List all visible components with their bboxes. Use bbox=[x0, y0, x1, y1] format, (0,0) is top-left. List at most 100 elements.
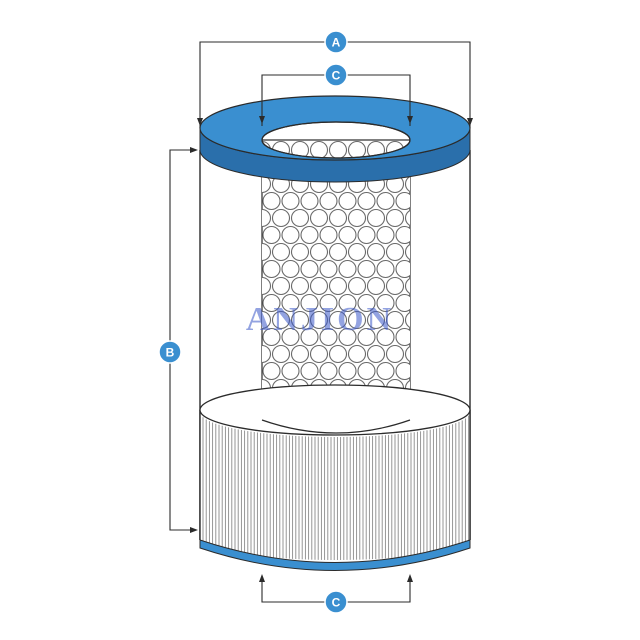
perforation-hole bbox=[309, 242, 329, 262]
perforation-hole bbox=[281, 361, 300, 381]
perforation-hole bbox=[404, 311, 410, 329]
perforation-hole bbox=[319, 293, 338, 313]
perforation-hole bbox=[262, 293, 281, 313]
perforation-hole bbox=[290, 276, 310, 296]
perforation-hole bbox=[300, 259, 319, 279]
perforation-hole bbox=[347, 276, 367, 296]
perforation-hole bbox=[395, 361, 410, 381]
perforation-hole bbox=[366, 344, 386, 364]
perforation-hole bbox=[262, 174, 272, 194]
pleated-filter-media bbox=[199, 384, 471, 560]
perforation-hole bbox=[290, 208, 310, 228]
perforation-hole bbox=[376, 191, 395, 211]
perforation-hole bbox=[338, 191, 357, 211]
perforation-hole bbox=[385, 242, 405, 262]
perforation-hole bbox=[376, 327, 395, 347]
perforation-hole bbox=[271, 276, 291, 296]
perforation-hole bbox=[281, 259, 300, 279]
perforation-hole bbox=[290, 344, 310, 364]
perforation-hole bbox=[395, 293, 410, 313]
dimension-label-a: A bbox=[324, 30, 348, 54]
svg-text:A: A bbox=[332, 36, 341, 50]
perforation-hole bbox=[300, 191, 319, 211]
dimension-arrows bbox=[190, 116, 473, 582]
perforation-hole bbox=[309, 344, 329, 364]
perforation-hole bbox=[281, 327, 300, 347]
perforation-hole bbox=[281, 293, 300, 313]
perforation-hole bbox=[347, 310, 367, 330]
perforation-hole bbox=[357, 259, 376, 279]
perforation-hole bbox=[271, 344, 291, 364]
perforation-hole bbox=[385, 276, 405, 296]
perforation-hole bbox=[290, 310, 310, 330]
perforation-hole bbox=[271, 310, 291, 330]
perforation-hole bbox=[319, 191, 338, 211]
dimension-label-b: B bbox=[158, 340, 182, 364]
perforation-hole bbox=[281, 225, 300, 245]
perforation-hole bbox=[328, 208, 348, 228]
bottom-end-cap bbox=[199, 539, 471, 571]
perforation-hole bbox=[262, 327, 281, 347]
svg-text:C: C bbox=[332, 596, 341, 610]
perforation-hole bbox=[309, 310, 329, 330]
perforation-hole bbox=[319, 361, 338, 381]
perforation-hole bbox=[262, 191, 281, 211]
perforation-hole bbox=[385, 344, 405, 364]
perforation-hole bbox=[328, 276, 348, 296]
perforation-hole bbox=[357, 361, 376, 381]
perforation-hole bbox=[376, 225, 395, 245]
perforation-hole bbox=[262, 225, 281, 245]
perforation-hole bbox=[262, 259, 281, 279]
perforation-hole bbox=[395, 191, 410, 211]
perforation-hole bbox=[262, 361, 281, 381]
perforation-hole bbox=[385, 310, 405, 330]
perforation-hole bbox=[300, 361, 319, 381]
perforation-hole bbox=[290, 242, 310, 262]
perforation-hole bbox=[338, 225, 357, 245]
perforation-hole bbox=[404, 243, 410, 261]
perforation-hole bbox=[319, 259, 338, 279]
perforation-hole bbox=[347, 140, 367, 160]
perforation-hole bbox=[262, 242, 272, 262]
perforation-hole bbox=[366, 276, 386, 296]
perforation-hole bbox=[376, 293, 395, 313]
perforation-hole bbox=[309, 208, 329, 228]
perforation-hole bbox=[319, 327, 338, 347]
perforation-hole bbox=[319, 225, 338, 245]
perforation-hole bbox=[262, 208, 272, 228]
top-end-cap bbox=[199, 95, 471, 183]
perforation-hole bbox=[338, 293, 357, 313]
perforation-hole bbox=[404, 345, 410, 363]
perforation-hole bbox=[347, 344, 367, 364]
perforation-hole bbox=[347, 208, 367, 228]
perforation-hole bbox=[366, 208, 386, 228]
perforation-hole bbox=[300, 293, 319, 313]
perforation-hole bbox=[404, 175, 410, 193]
perforation-hole bbox=[376, 259, 395, 279]
perforation-hole bbox=[338, 259, 357, 279]
perforation-hole bbox=[385, 208, 405, 228]
perforation-hole bbox=[347, 242, 367, 262]
dimension-label-c-bottom: C bbox=[324, 590, 348, 614]
perforation-hole bbox=[404, 277, 410, 295]
perforation-hole bbox=[328, 242, 348, 262]
perforation-hole bbox=[262, 310, 272, 330]
perforation-hole bbox=[366, 310, 386, 330]
perforation-hole bbox=[262, 344, 272, 364]
perforation-hole bbox=[338, 361, 357, 381]
brand-watermark: ANJION bbox=[246, 301, 394, 338]
perforation-hole bbox=[357, 293, 376, 313]
perforation-hole bbox=[281, 191, 300, 211]
perforation-hole bbox=[395, 259, 410, 279]
perforation-hole bbox=[395, 327, 410, 347]
perforation-hole bbox=[357, 327, 376, 347]
svg-text:B: B bbox=[166, 346, 175, 360]
perforation-hole bbox=[309, 276, 329, 296]
perforation-hole bbox=[357, 225, 376, 245]
perforation-hole bbox=[328, 344, 348, 364]
perforation-hole bbox=[357, 191, 376, 211]
perforation-hole bbox=[262, 276, 272, 296]
dimension-label-c-top: C bbox=[324, 63, 348, 87]
perforation-hole bbox=[366, 242, 386, 262]
